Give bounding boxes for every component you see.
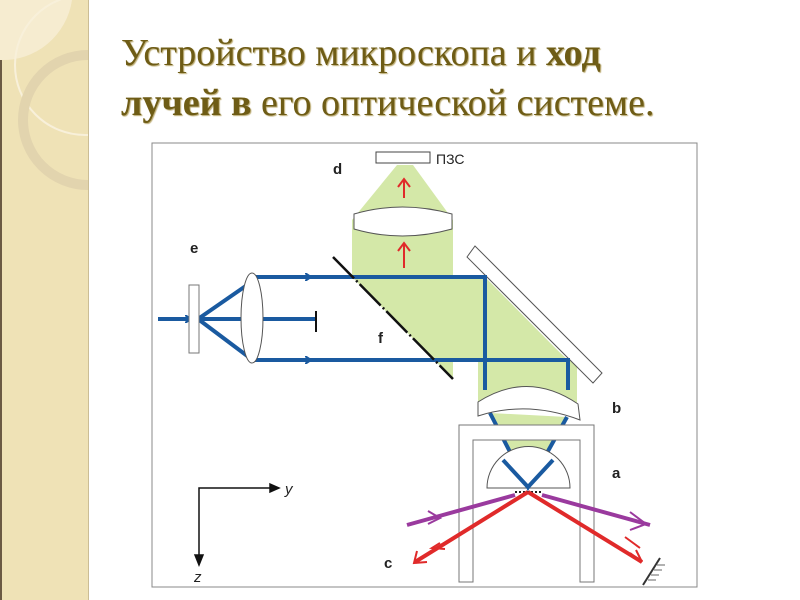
slide-decoration-strip bbox=[0, 0, 89, 600]
title-text: Устройство микроскопа и bbox=[121, 32, 546, 74]
lens-e bbox=[240, 272, 264, 364]
objective-lens-b bbox=[477, 386, 581, 421]
excitation-beams bbox=[406, 490, 651, 565]
ccd-sensor bbox=[375, 151, 431, 164]
title-text: его оптической системе. bbox=[251, 82, 655, 124]
sample-holder bbox=[458, 424, 595, 583]
label-b: b bbox=[612, 400, 621, 417]
tube-lens-d bbox=[353, 206, 453, 237]
red-arrow-icon bbox=[397, 177, 411, 268]
title-bold-text: лучей в bbox=[121, 82, 252, 124]
blue-beams bbox=[158, 277, 570, 492]
grating-e bbox=[188, 284, 200, 354]
small-mirror-icon bbox=[642, 557, 665, 586]
title-bold-text: ход bbox=[546, 32, 601, 74]
ccd-label: ПЗС bbox=[436, 151, 464, 167]
axis-z-label: z bbox=[193, 569, 202, 586]
label-e: e bbox=[190, 240, 198, 257]
label-a: a bbox=[612, 465, 621, 482]
slide-title: Устройство микроскопа и ход лучей в его … bbox=[121, 28, 654, 128]
label-d: d bbox=[333, 161, 342, 178]
label-f: f bbox=[378, 330, 384, 347]
beam-splitter-f bbox=[332, 256, 454, 380]
coordinate-axes bbox=[193, 482, 281, 568]
decorative-circles bbox=[0, 0, 88, 190]
hemisphere-prism bbox=[486, 446, 571, 489]
axis-y-label: y bbox=[284, 481, 294, 498]
label-c: c bbox=[384, 555, 392, 572]
mirror-b bbox=[466, 245, 603, 384]
